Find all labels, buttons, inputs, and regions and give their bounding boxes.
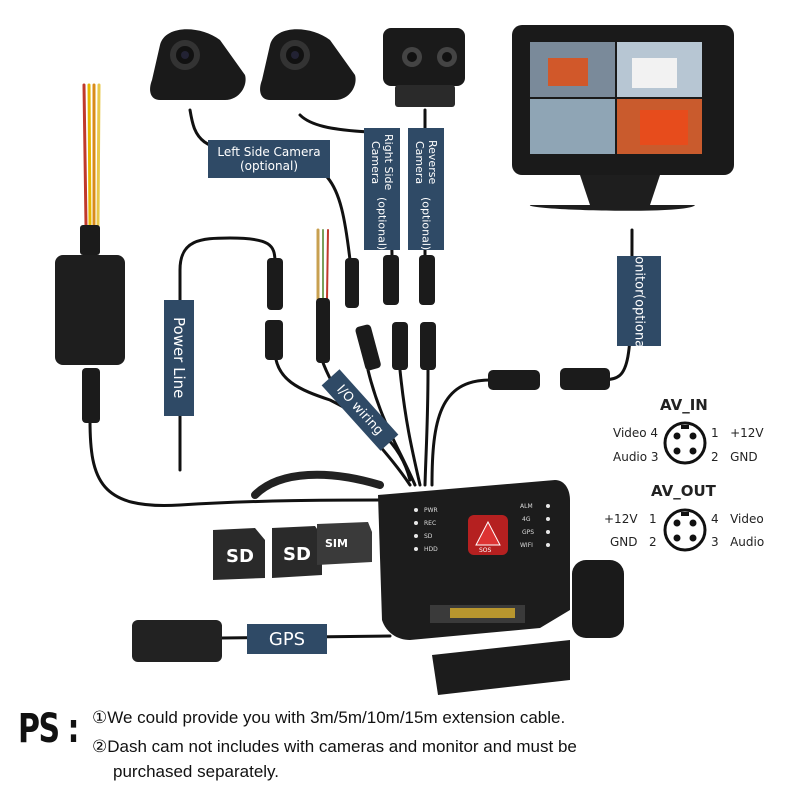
monitor-optional: (optional) xyxy=(631,294,647,358)
av-out-connector xyxy=(663,508,707,552)
note-2: ②Dash cam not includes with cameras and … xyxy=(92,737,577,756)
left-side-camera-optional: (optional) xyxy=(240,159,298,173)
av-in-pin4: Video 4 xyxy=(613,426,659,440)
sim-card-label: SIM xyxy=(325,537,348,550)
monitor-label: Monitor (optional) xyxy=(617,245,661,357)
monitor-device xyxy=(512,25,734,211)
av-in-title: AV_IN xyxy=(660,396,708,414)
note-2-continued: purchased separately. xyxy=(113,762,280,781)
av-in-pin3: Audio 3 xyxy=(613,450,659,464)
reverse-camera-optional: (optional) xyxy=(419,196,433,250)
av-out-pin3: 3 Audio xyxy=(711,535,765,549)
av-in-connector xyxy=(663,421,707,465)
reverse-camera xyxy=(383,28,465,107)
left-side-camera xyxy=(150,29,246,100)
av-out-title: AV_OUT xyxy=(651,482,716,500)
sd-card-1-label: SD xyxy=(226,546,254,567)
power-line-label: Power Line xyxy=(164,300,194,416)
note-1: ①We could provide you with 3m/5m/10m/15m… xyxy=(92,708,566,727)
led-wifi-label: WIFI xyxy=(520,542,533,549)
monitor-title: Monitor xyxy=(631,244,647,295)
sos-button-label: SOS xyxy=(479,547,492,554)
led-alm-label: ALM xyxy=(520,503,533,510)
av-out-pin2: GND 2 xyxy=(610,535,657,549)
led-hdd-label: HDD xyxy=(424,546,438,553)
reverse-camera-label: Reverse Camera (optional) xyxy=(408,128,444,250)
ps-mark: PS : xyxy=(18,706,80,752)
led-rec-label: REC xyxy=(424,520,436,527)
left-side-camera-title: Left Side Camera xyxy=(217,145,321,159)
av-out-pin4: 4 Video xyxy=(711,512,764,526)
gps-label: GPS xyxy=(247,624,327,654)
av-out-pin1: +12V 1 xyxy=(604,512,657,526)
av-in-pin1: 1 +12V xyxy=(711,426,764,440)
storage-cards xyxy=(213,522,372,580)
reverse-camera-title: Reverse Camera xyxy=(413,140,439,185)
power-line-text: Power Line xyxy=(170,317,188,399)
right-side-camera-title: Right Side Camera xyxy=(369,134,395,191)
led-gps-label: GPS xyxy=(522,529,534,536)
connectors xyxy=(80,225,610,423)
sd-card-2-label: SD xyxy=(283,544,311,565)
right-side-camera-label: Right Side Camera (optional) xyxy=(364,128,400,250)
right-side-camera xyxy=(260,29,356,100)
right-side-camera-optional: (optional) xyxy=(375,196,389,250)
dash-cam xyxy=(378,480,624,695)
av-in-pin2: 2 GND xyxy=(711,450,758,464)
left-side-camera-label: Left Side Camera (optional) xyxy=(208,140,330,178)
gps-text: GPS xyxy=(268,628,306,650)
gps-module xyxy=(132,620,222,662)
led-sd-label: SD xyxy=(424,533,433,540)
led-4g-label: 4G xyxy=(522,516,531,523)
power-box xyxy=(55,255,125,365)
led-pwr-label: PWR xyxy=(424,507,438,514)
